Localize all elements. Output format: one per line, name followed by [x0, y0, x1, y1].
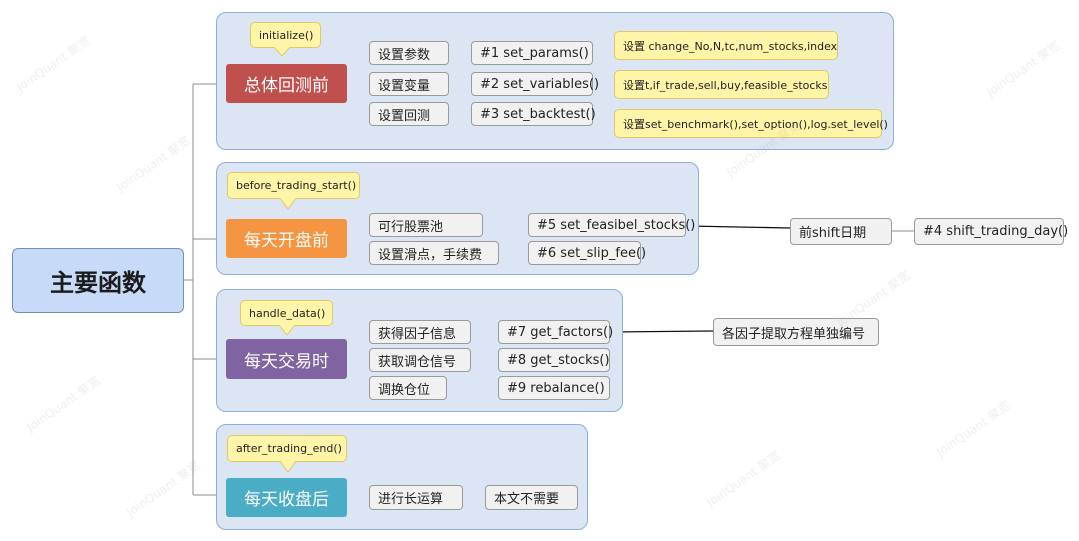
- step-get-stocks[interactable]: 获取调仓信号: [369, 348, 471, 372]
- func-rebalance[interactable]: #9 rebalance(): [498, 376, 610, 400]
- callout-pointer-after-trading: [280, 461, 296, 473]
- func-set-feasibel-stocks[interactable]: #5 set_feasibel_stocks(): [528, 213, 695, 237]
- topic-handle-data[interactable]: 每天交易时: [226, 339, 347, 379]
- callout-pointer-before-trading: [280, 198, 296, 210]
- func-get-stocks[interactable]: #8 get_stocks(): [498, 348, 610, 372]
- func-set-params[interactable]: #1 set_params(): [471, 41, 593, 65]
- step-slip-fee[interactable]: 设置滑点，手续费: [369, 241, 499, 265]
- topic-after-trading[interactable]: 每天收盘后: [226, 478, 347, 517]
- side-factors-note[interactable]: 各因子提取方程单独编号: [713, 318, 879, 346]
- callout-after-trading: after_trading_end(): [227, 435, 347, 462]
- step-get-factors[interactable]: 获得因子信息: [369, 320, 471, 344]
- func-not-needed[interactable]: 本文不需要: [485, 485, 578, 510]
- step-set-params[interactable]: 设置参数: [369, 41, 449, 65]
- func-set-variables[interactable]: #2 set_variables(): [471, 72, 599, 96]
- side-shift-label[interactable]: 前shift日期: [790, 218, 892, 245]
- step-feasible-stocks[interactable]: 可行股票池: [369, 213, 483, 237]
- callout-initialize: initialize(): [250, 22, 321, 48]
- func-get-factors[interactable]: #7 get_factors(): [498, 320, 613, 344]
- topic-before-trading[interactable]: 每天开盘前: [226, 219, 347, 258]
- func-set-slip-fee[interactable]: #6 set_slip_fee(): [528, 241, 646, 265]
- step-rebalance[interactable]: 调换仓位: [369, 376, 447, 400]
- callout-handle-data: handle_data(): [240, 300, 333, 326]
- func-set-backtest[interactable]: #3 set_backtest(): [471, 102, 596, 126]
- side-shift-func[interactable]: #4 shift_trading_day(): [914, 218, 1068, 245]
- step-set-variables[interactable]: 设置变量: [369, 72, 449, 96]
- callout-before-trading: before_trading_start(): [227, 172, 360, 199]
- root-topic-label: 主要函数: [50, 268, 146, 297]
- note-set-variables: 设置t,if_trade,sell,buy,feasible_stocks: [614, 70, 829, 99]
- step-long-compute[interactable]: 进行长运算: [369, 485, 463, 510]
- callout-pointer-initialize: [274, 47, 290, 57]
- topic-initialize[interactable]: 总体回测前: [226, 64, 347, 103]
- note-set-params: 设置 change_No,N,tc,num_stocks,index: [614, 31, 838, 60]
- callout-pointer-handle-data: [279, 325, 295, 336]
- note-set-backtest: 设置set_benchmark(),set_option(),log.set_l…: [614, 109, 888, 138]
- step-set-backtest[interactable]: 设置回测: [369, 102, 449, 126]
- root-topic[interactable]: 主要函数: [12, 248, 184, 313]
